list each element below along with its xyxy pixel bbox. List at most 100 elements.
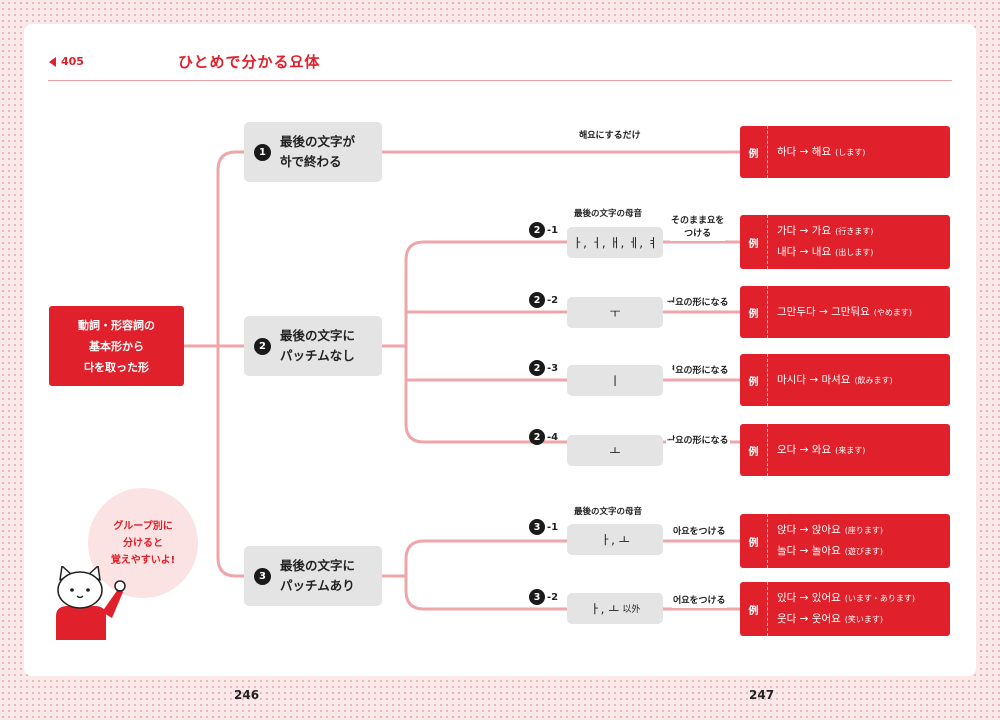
- sub-3-2-number: 3-2: [529, 589, 558, 605]
- group-2-number: 2: [254, 337, 271, 355]
- group-2-box: 2 最後の文字にパッチムなし: [244, 316, 382, 376]
- result-note: (座ります): [844, 526, 884, 535]
- vowel-text-3-1: ㅏ, ㅗ: [600, 533, 630, 547]
- connector-g2-right: [663, 240, 740, 444]
- root-line-3: 다を取った形: [83, 360, 150, 374]
- sub-3-1-suffix: -1: [547, 521, 559, 533]
- sub-3-2-suffix: -2: [547, 591, 559, 603]
- result-note: (飲みます): [854, 375, 893, 385]
- result-line: 웃다 → 웃어요(笑います): [777, 609, 915, 630]
- bubble-line-3: 覚えやすいよ!: [110, 554, 176, 566]
- result-line: 하다 → 해요(します): [777, 142, 865, 163]
- connector-g2-branch: [404, 240, 567, 444]
- edge-label-g2d: ᅪ요の形になる: [666, 435, 730, 448]
- root-box: 動詞・形容詞の 基本形から 다を取った形: [49, 306, 184, 386]
- result-line: 그만두다 → 그만둬요(やめます): [777, 302, 912, 323]
- page-number-right: 247: [749, 688, 775, 702]
- edge-label-g3a: 아요をつける: [672, 526, 727, 539]
- edge-label-g2a: そのまま요をつける: [670, 215, 726, 241]
- group-3-box: 3 最後の文字にパッチムあり: [244, 546, 382, 606]
- root-line-1: 動詞・形容詞の: [78, 318, 155, 332]
- sub-2-2-number: 2-2: [529, 292, 558, 308]
- result-text: 마시다 → 마셔요: [777, 373, 851, 386]
- edge-label-g1: 해요にするだけ: [578, 130, 642, 143]
- connector-g3-branch: [404, 539, 567, 611]
- group-1-number: 1: [254, 143, 271, 161]
- group-1-line-1: 最後の文字が: [280, 134, 356, 149]
- vowel-text-2-2: ㅜ: [609, 306, 621, 320]
- example-label: 例: [740, 126, 768, 178]
- result-line: 앉다 → 앉아요(座ります): [777, 520, 883, 541]
- result-note: (来ます): [835, 445, 866, 455]
- vowel-box-2-1: ㅏ, ㅓ, ㅐ, ㅔ, ㅕ: [567, 227, 663, 258]
- result-line: 오다 → 와요(来ます): [777, 440, 865, 461]
- result-text: 웃다 → 웃어요: [777, 613, 841, 625]
- page-title: ひとめで分かる요体: [178, 53, 321, 71]
- sub-3-1-number: 3-1: [529, 519, 558, 535]
- vowel-text-2-4: ㅗ: [609, 444, 621, 458]
- page-number-left: 246: [234, 688, 260, 702]
- vowel-box-3-1: ㅏ, ㅗ: [567, 524, 663, 555]
- result-text: 하다 → 해요: [777, 145, 832, 158]
- sub-2-3-circle: 2: [529, 360, 545, 376]
- result-note: (遊びます): [844, 547, 884, 556]
- track-number-text: 405: [61, 55, 84, 68]
- sub-2-4-circle: 2: [529, 429, 545, 445]
- result-box-2-3: 例 마시다 → 마셔요(飲みます): [740, 354, 950, 406]
- speech-bubble: グループ別に 分けると 覚えやすいよ!: [88, 488, 198, 598]
- result-text: 내다 → 내요: [777, 246, 832, 258]
- example-label: 例: [740, 582, 768, 636]
- result-text: 그만두다 → 그만둬요: [777, 305, 870, 318]
- track-number[interactable]: 405: [49, 55, 84, 68]
- vowel-box-2-4: ㅗ: [567, 435, 663, 466]
- sub-2-1-suffix: -1: [547, 224, 559, 236]
- header-divider: [48, 80, 952, 81]
- sub-2-1-circle: 2: [529, 222, 545, 238]
- vowel-text-3-2: ㅏ, ㅗ: [589, 602, 620, 616]
- result-note: (行きます): [835, 227, 874, 236]
- result-box-2-1: 例 가다 → 가요(行きます) 내다 → 내요(出します): [740, 215, 950, 269]
- sub-3-1-circle: 3: [529, 519, 545, 535]
- example-label: 例: [740, 424, 768, 476]
- result-text: 가다 → 가요: [777, 225, 832, 237]
- result-note: (します): [835, 147, 866, 157]
- result-note: (います・あります): [844, 594, 916, 603]
- vowel-text-2-3: ㅣ: [609, 374, 621, 388]
- sub-2-1-number: 2-1: [529, 222, 558, 238]
- result-text: 앉다 → 앉아요: [777, 524, 841, 536]
- vowel-text-2-1: ㅏ, ㅓ, ㅐ, ㅔ, ㅕ: [572, 236, 658, 250]
- result-box-3-1: 例 앉다 → 앉아요(座ります) 놀다 → 놀아요(遊びます): [740, 514, 950, 568]
- group-2-line-2: パッチムなし: [280, 348, 355, 363]
- cat-mascot-icon: [56, 566, 126, 640]
- vowel-box-2-3: ㅣ: [567, 365, 663, 396]
- sub-3-2-circle: 3: [529, 589, 545, 605]
- group-3-number: 3: [254, 567, 271, 585]
- connector-g3-right: [663, 539, 740, 611]
- sub-2-4-number: 2-4: [529, 429, 558, 445]
- sub-2-3-number: 2-3: [529, 360, 558, 376]
- result-line: 마시다 → 마셔요(飲みます): [777, 370, 893, 391]
- sub-2-2-suffix: -2: [547, 294, 559, 306]
- result-line: 놀다 → 놀아요(遊びます): [777, 541, 883, 562]
- edge-label-g2a-1: そのまま요を: [671, 216, 725, 226]
- sub-2-3-suffix: -3: [547, 362, 559, 374]
- vowel-label-g3: 最後の文字の母音: [574, 507, 643, 517]
- speaker-icon[interactable]: [49, 56, 56, 67]
- bubble-line-1: グループ別に: [113, 520, 173, 532]
- result-text: 놀다 → 놀아요: [777, 545, 841, 557]
- vowel-suffix-3-2: 以外: [622, 605, 641, 615]
- result-note: (やめます): [873, 307, 913, 317]
- sub-2-2-circle: 2: [529, 292, 545, 308]
- result-box-3-2: 例 있다 → 있어요(います・あります) 웃다 → 웃어요(笑います): [740, 582, 950, 636]
- edge-label-g2c: ᅧ요の形になる: [666, 365, 730, 378]
- example-label: 例: [740, 354, 768, 406]
- result-line: 내다 → 내요(出します): [777, 242, 873, 263]
- example-label: 例: [740, 514, 768, 568]
- result-text: 있다 → 있어요: [777, 592, 841, 604]
- result-box-2-2: 例 그만두다 → 그만둬요(やめます): [740, 286, 950, 338]
- result-text: 오다 → 와요: [777, 443, 832, 456]
- result-note: (笑います): [844, 615, 884, 624]
- result-line: 가다 → 가요(行きます): [777, 221, 873, 242]
